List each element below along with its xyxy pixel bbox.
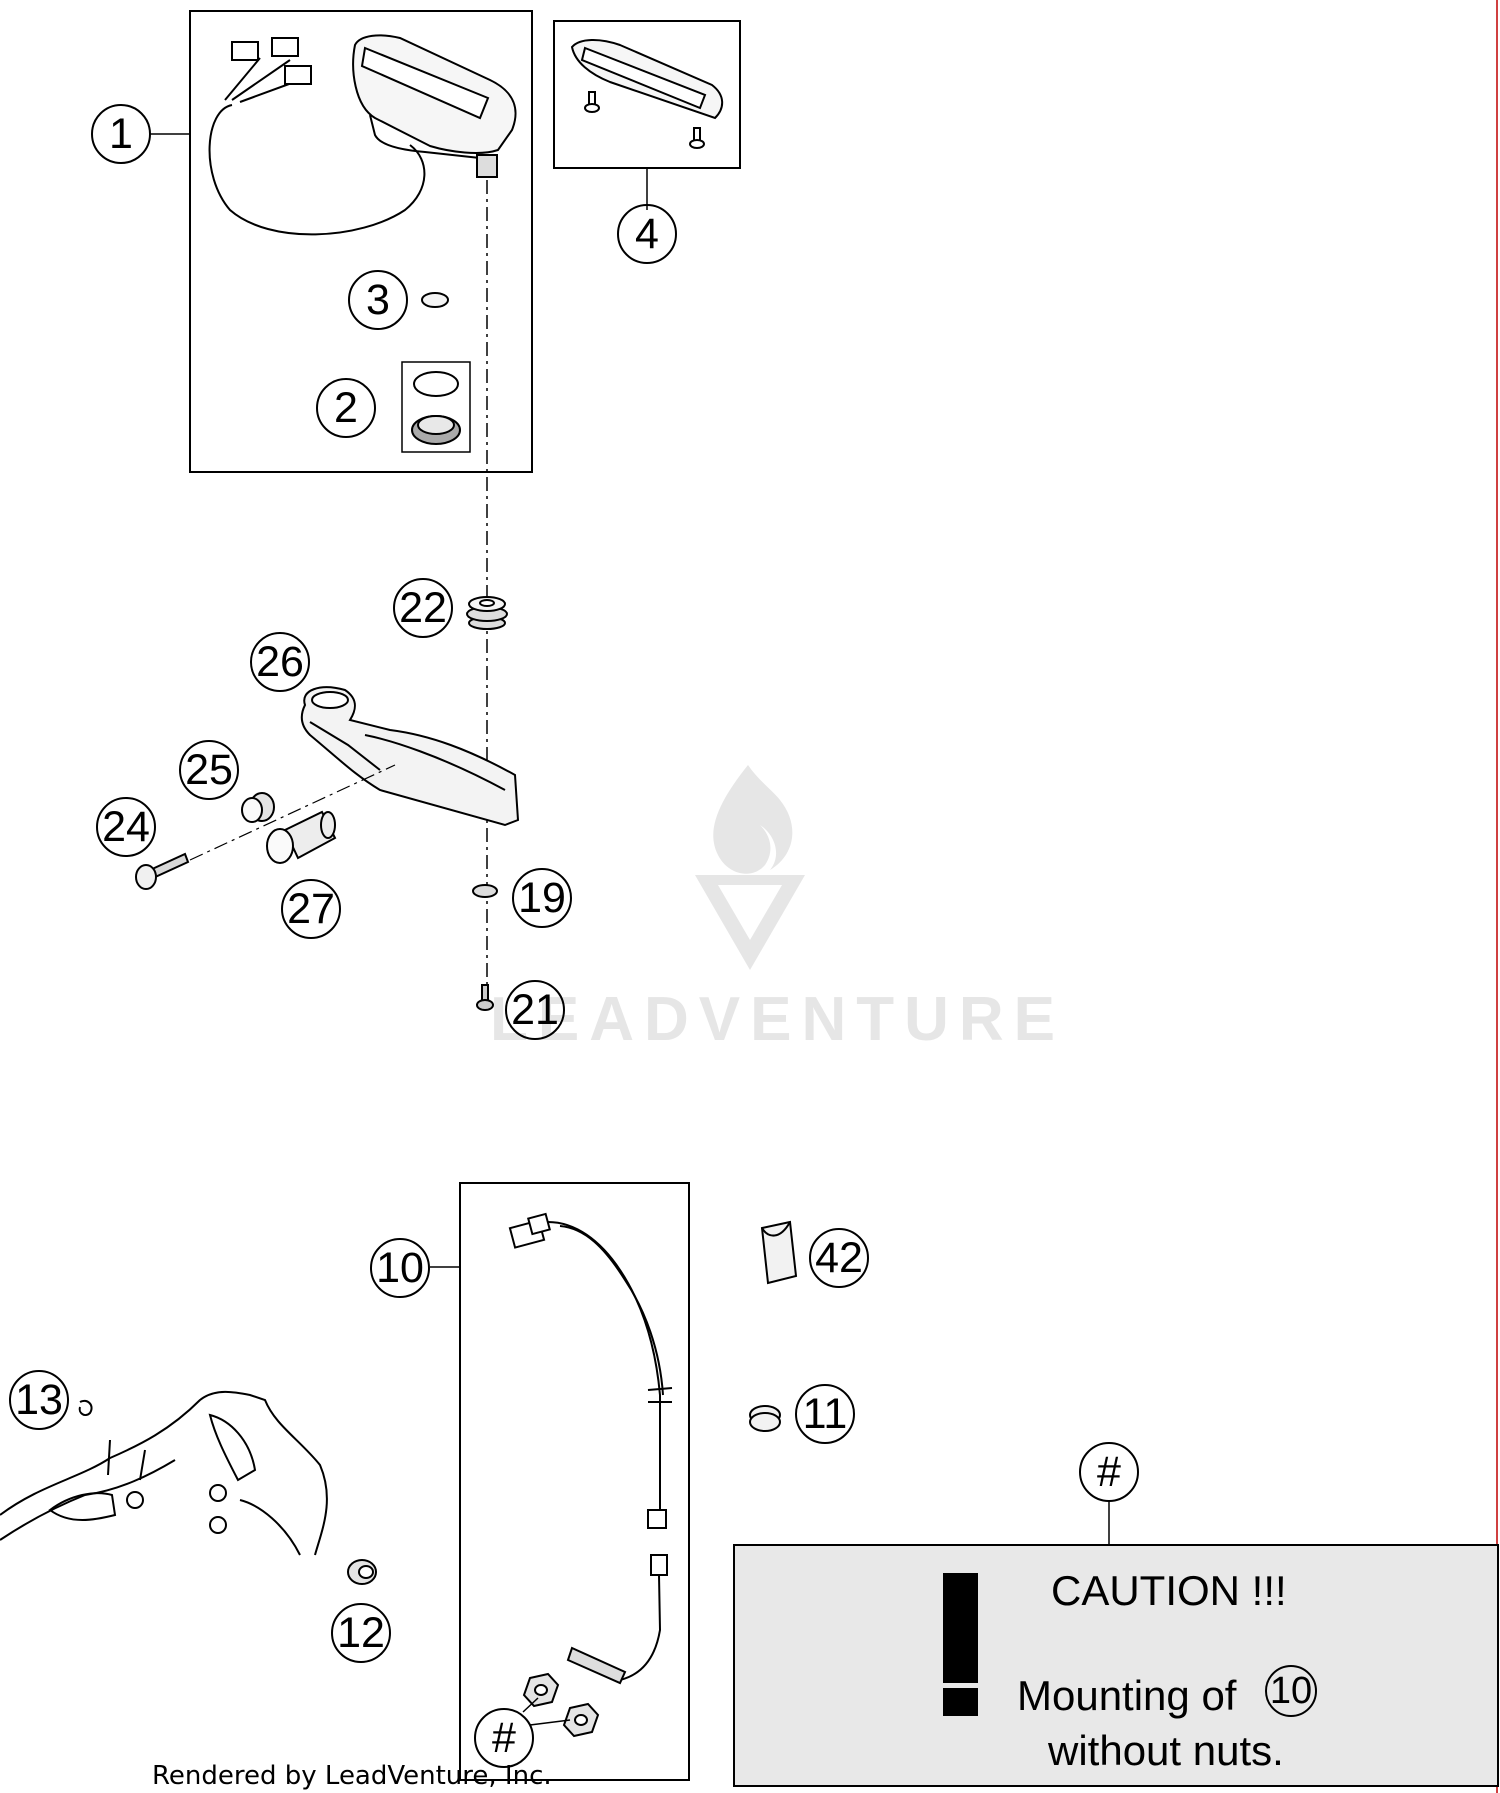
callout-42: 42 bbox=[815, 1234, 863, 1282]
callout-13: 13 bbox=[15, 1376, 63, 1424]
callout-42-circle bbox=[809, 1228, 869, 1288]
part-11-drawing bbox=[749, 1405, 781, 1432]
part-12-drawing bbox=[347, 1559, 377, 1585]
footer-credit: Rendered by LeadVenture, Inc. bbox=[152, 1761, 552, 1791]
part-19-drawing bbox=[472, 884, 498, 898]
callout-25: 25 bbox=[185, 746, 233, 794]
callout-3-circle bbox=[348, 270, 408, 330]
callout-24: 24 bbox=[102, 803, 150, 851]
part-25-drawing bbox=[241, 792, 275, 823]
callout-21-circle bbox=[505, 980, 565, 1040]
exclamation-bar bbox=[943, 1573, 978, 1683]
leadventure-watermark: LEADVENTURE bbox=[490, 765, 1065, 1054]
callout-27: 27 bbox=[287, 885, 335, 933]
caution-box bbox=[733, 1544, 1499, 1787]
flame-logo-icon bbox=[713, 765, 793, 874]
callout-12-circle bbox=[331, 1603, 391, 1663]
callout-hash-note-circle bbox=[1079, 1442, 1139, 1502]
callout-hash-note: # bbox=[1097, 1448, 1121, 1496]
brake-disc-drawing bbox=[0, 1390, 328, 1556]
callout-26: 26 bbox=[256, 638, 304, 686]
callout-10: 10 bbox=[376, 1244, 424, 1292]
part-24-drawing bbox=[135, 852, 190, 890]
callout-hash-nuts: # bbox=[492, 1714, 516, 1762]
part-27-drawing bbox=[266, 810, 337, 864]
callout-11-circle bbox=[795, 1384, 855, 1444]
caution-ref-number: 10 bbox=[1270, 1670, 1312, 1712]
part-42-drawing bbox=[760, 1220, 798, 1285]
callout-2-circle bbox=[316, 378, 376, 438]
part-1-box bbox=[189, 10, 533, 473]
callout-21: 21 bbox=[511, 986, 559, 1034]
callout-11: 11 bbox=[803, 1390, 848, 1438]
callout-10-circle bbox=[370, 1238, 430, 1298]
part-10-nuts bbox=[522, 1672, 600, 1738]
callout-4-circle bbox=[617, 204, 677, 264]
callout-2: 2 bbox=[334, 384, 358, 432]
caution-title: CAUTION !!! bbox=[1051, 1567, 1287, 1614]
callout-1-circle bbox=[91, 104, 151, 164]
callout-25-circle bbox=[179, 740, 239, 800]
part-10-box bbox=[459, 1182, 690, 1781]
callout-19: 19 bbox=[518, 874, 566, 922]
callout-12: 12 bbox=[337, 1609, 385, 1657]
part-10-drawing bbox=[508, 1212, 673, 1685]
caution-line1: Mounting of bbox=[1017, 1672, 1237, 1719]
part-22-drawing bbox=[466, 596, 508, 630]
watermark-text: LEADVENTURE bbox=[490, 985, 1065, 1054]
part-2-cap bbox=[411, 415, 461, 445]
callout-13-circle bbox=[9, 1370, 69, 1430]
exclamation-dot bbox=[943, 1688, 978, 1716]
speedometer-drawing bbox=[208, 34, 517, 236]
caution-ref-circle bbox=[1265, 1665, 1317, 1717]
part-3-drawing bbox=[421, 292, 449, 308]
callout-19-circle bbox=[512, 868, 572, 928]
callout-numbers: 1 3 2 4 22 26 25 24 27 19 21 10 42 11 13… bbox=[15, 110, 1121, 1762]
callout-26-circle bbox=[250, 632, 310, 692]
v-logo-icon bbox=[695, 875, 805, 970]
callout-22: 22 bbox=[399, 584, 447, 632]
callout-22-circle bbox=[393, 578, 453, 638]
axis-26-left bbox=[189, 764, 396, 861]
callouts bbox=[9, 104, 1139, 1768]
part-2-ring bbox=[413, 371, 459, 397]
leader-hash-nuts-1 bbox=[522, 1697, 539, 1713]
part-4-drawing bbox=[570, 39, 724, 149]
callout-4: 4 bbox=[635, 210, 659, 258]
callout-3: 3 bbox=[366, 276, 390, 324]
callout-24-circle bbox=[96, 797, 156, 857]
part-21-drawing bbox=[476, 984, 494, 1011]
part-26-drawing bbox=[300, 686, 520, 827]
leader-hash-nuts-2 bbox=[529, 1719, 571, 1726]
callout-27-circle bbox=[281, 879, 341, 939]
callout-hash-nuts-circle bbox=[474, 1708, 534, 1768]
callout-1: 1 bbox=[109, 110, 133, 158]
caution-line2: without nuts. bbox=[1047, 1727, 1284, 1774]
